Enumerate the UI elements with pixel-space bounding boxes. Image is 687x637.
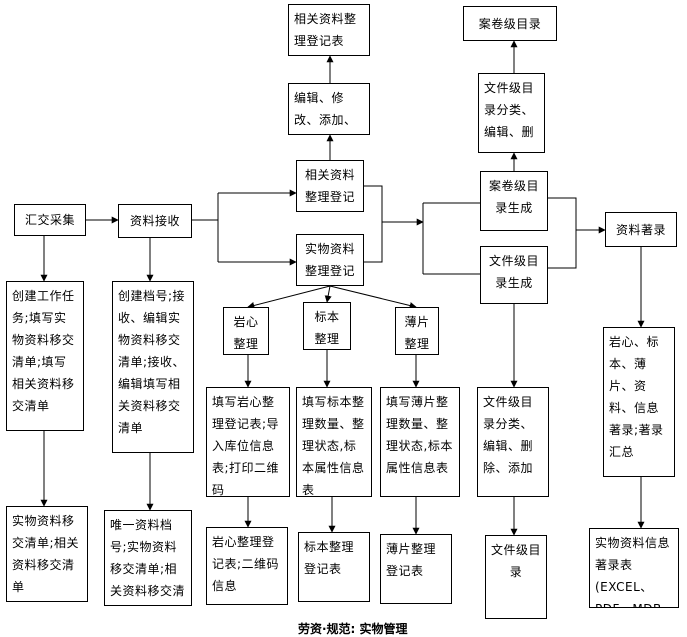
node-chuangjian-gongzuo-renwu[interactable]: 创建工作任务;填写实物资料移交清单;填写相关资料移交清单: [6, 281, 84, 431]
edge-merge-shiwu: [364, 222, 383, 263]
node-xiangguan-dengjibiao[interactable]: 相关资料整理登记表: [288, 4, 370, 56]
edge-merge-right: [548, 197, 577, 269]
node-xiangguan-zhengli-dengji[interactable]: 相关资料整理登记: [296, 160, 364, 212]
edge-catalog-split: [422, 202, 480, 275]
node-zhulu-biao[interactable]: 实物资料信息著录表(EXCEL、PDF、MDB格式): [589, 528, 679, 608]
edge-merge-xiangguan: [364, 185, 383, 222]
diagram-caption: 劳资·规范: 实物管理: [298, 622, 408, 636]
node-baopian-zhengli[interactable]: 薄片整理: [395, 307, 439, 355]
node-ziliao-zhulu[interactable]: 资料著录: [605, 212, 677, 247]
node-wenjian-mulu-bianji[interactable]: 文件级目录分类、编辑、删除、添加: [477, 387, 549, 497]
node-bianji-xiugai[interactable]: 编辑、修改、添加、删除: [288, 83, 370, 135]
node-baopian-dengjibiao[interactable]: 薄片整理登记表: [380, 534, 452, 604]
node-biaoben-tianxie[interactable]: 填写标本整理数量、整理状态,标本属性信息表: [296, 387, 372, 497]
node-yijiao-qingdan[interactable]: 实物资料移交清单;相关资料移交清单: [6, 506, 88, 602]
node-wenjian-mulu-shengcheng[interactable]: 文件级目录生成: [480, 246, 548, 304]
node-zhulu-neirong[interactable]: 岩心、标本、薄片、资料、信息著录;著录汇总: [603, 327, 675, 477]
node-wenjian-mulu[interactable]: 文件级目录: [485, 535, 547, 619]
node-yanxin-dengjibiao[interactable]: 岩心整理登记表;二维码信息: [206, 527, 288, 605]
node-biaoben-zhengli[interactable]: 标本整理: [303, 302, 351, 350]
node-shiwu-zhengli-dengji[interactable]: 实物资料整理登记: [296, 234, 364, 286]
node-ziliao-jieshou[interactable]: 资料接收: [118, 204, 192, 238]
edge-shiwu-to-baopian: [329, 285, 417, 309]
node-anjuan-mulu[interactable]: 案卷级目录: [463, 6, 557, 41]
node-weiyi-ziliao-danghao[interactable]: 唯一资料档号;实物资料移交清单;相关资料移交清单: [104, 510, 192, 606]
node-yanxin-tianxie[interactable]: 填写岩心整理登记表;导入库位信息表;打印二维码: [206, 387, 290, 497]
node-chuangjian-danghao[interactable]: 创建档号;接收、编辑实物资料移交清单;接收、编辑填写相关资料移交清单: [112, 281, 194, 453]
node-wenjian-mulu-fenlei[interactable]: 文件级目录分类、编辑、删: [478, 73, 545, 153]
edge-shiwu-to-biaoben: [324, 285, 332, 303]
node-baopian-tianxie[interactable]: 填写薄片整理数量、整理状态,标本属性信息表: [380, 387, 460, 497]
edge-jieshou-split: [192, 193, 219, 262]
node-yanxin-zhengli[interactable]: 岩心整理: [223, 307, 269, 355]
node-anjuan-mulu-shengcheng[interactable]: 案卷级目录生成: [480, 171, 548, 231]
node-huijiao-caiji[interactable]: 汇交采集: [14, 204, 86, 236]
node-biaoben-dengjibiao[interactable]: 标本整理登记表: [298, 532, 370, 602]
edge-shiwu-to-yanxin: [247, 285, 331, 309]
